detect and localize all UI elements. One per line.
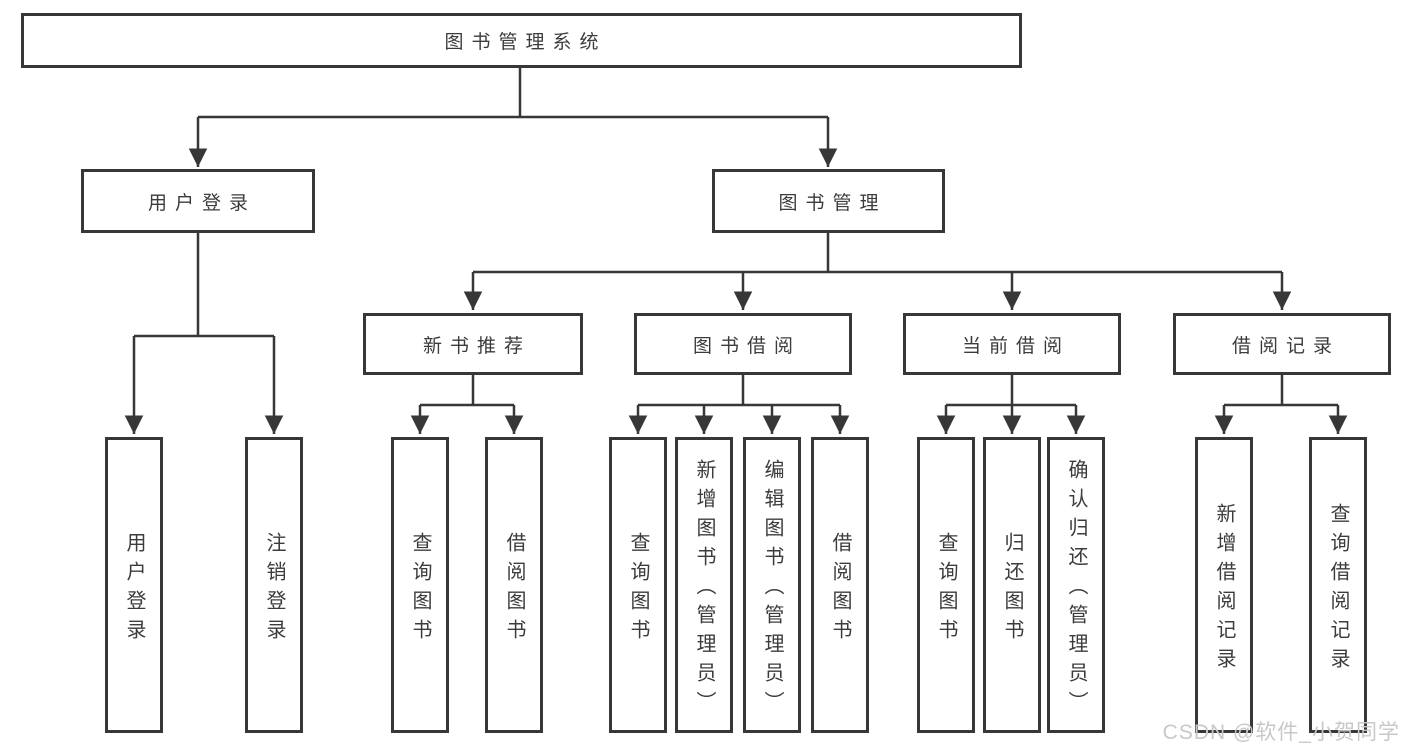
leaf-current-return-books: 归还图书 <box>983 437 1041 733</box>
leaf-borrowing-edit-books-admin: 编辑图书（管理员） <box>743 437 801 733</box>
leaf-borrowing-borrow-books: 借阅图书 <box>811 437 869 733</box>
node-book-management-label: 图书管理 <box>778 192 887 214</box>
leaf-borrowing-add-books-admin: 新增图书（管理员） <box>675 437 733 733</box>
node-book-borrowing-label: 图书借阅 <box>692 335 801 357</box>
leaf-current-confirm-return-admin-label: 确认归还（管理员） <box>1065 459 1087 720</box>
leaf-logout-label: 注销登录 <box>263 531 285 648</box>
node-current-borrowing: 当前借阅 <box>903 313 1121 375</box>
leaf-borrowing-borrow-books-label: 借阅图书 <box>829 531 851 648</box>
leaf-recommend-query-books-label: 查询图书 <box>409 531 431 648</box>
connector-trunks <box>134 68 1338 407</box>
node-library-management-system-label: 图书管理系统 <box>444 32 607 53</box>
node-new-book-recommend-label: 新书推荐 <box>422 335 531 357</box>
leaf-records-query-record: 查询借阅记录 <box>1309 437 1367 733</box>
leaf-logout: 注销登录 <box>245 437 303 733</box>
leaf-records-add-record: 新增借阅记录 <box>1195 437 1253 733</box>
leaf-user-login-label: 用户登录 <box>123 531 145 648</box>
node-borrowing-records: 借阅记录 <box>1173 313 1391 375</box>
leaf-recommend-query-books: 查询图书 <box>391 437 449 733</box>
leaf-recommend-borrow-books: 借阅图书 <box>485 437 543 733</box>
leaf-records-add-record-label: 新增借阅记录 <box>1213 502 1235 677</box>
leaf-current-return-books-label: 归还图书 <box>1001 531 1023 648</box>
watermark: CSDN @软件_小贺同学 <box>1162 721 1400 744</box>
leaf-current-query-books: 查询图书 <box>917 437 975 733</box>
leaf-borrowing-add-books-admin-label: 新增图书（管理员） <box>693 459 715 720</box>
node-borrowing-records-label: 借阅记录 <box>1231 335 1340 357</box>
node-user-login-label: 用户登录 <box>147 192 256 214</box>
node-library-management-system: 图书管理系统 <box>21 13 1022 68</box>
node-current-borrowing-label: 当前借阅 <box>961 335 1070 357</box>
leaf-borrowing-query-books-label: 查询图书 <box>627 531 649 648</box>
leaf-user-login: 用户登录 <box>105 437 163 733</box>
leaf-recommend-borrow-books-label: 借阅图书 <box>503 531 525 648</box>
node-new-book-recommend: 新书推荐 <box>363 313 583 375</box>
node-book-management: 图书管理 <box>712 169 945 233</box>
leaf-borrowing-edit-books-admin-label: 编辑图书（管理员） <box>761 459 783 720</box>
leaf-borrowing-query-books: 查询图书 <box>609 437 667 733</box>
node-user-login: 用户登录 <box>81 169 315 233</box>
leaf-current-query-books-label: 查询图书 <box>935 531 957 648</box>
leaf-records-query-record-label: 查询借阅记录 <box>1327 502 1349 677</box>
leaf-current-confirm-return-admin: 确认归还（管理员） <box>1047 437 1105 733</box>
node-book-borrowing: 图书借阅 <box>634 313 852 375</box>
